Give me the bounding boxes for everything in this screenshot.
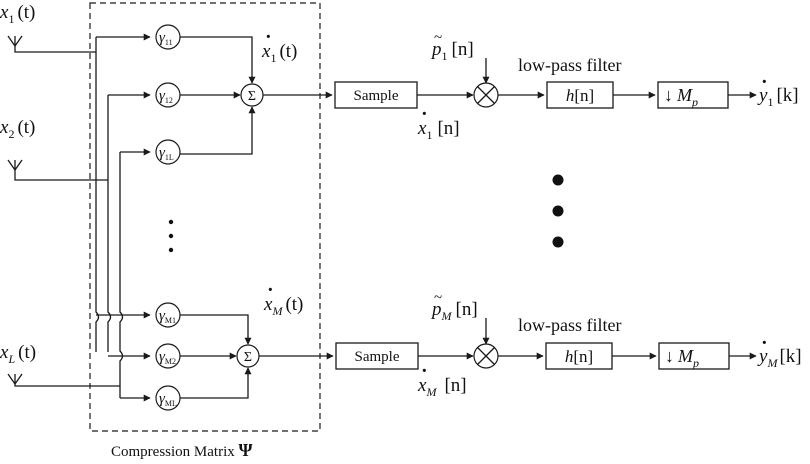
svg-text:γ12: γ12	[159, 88, 173, 105]
mixer-node-1	[473, 82, 499, 108]
sample-label-M: Sample	[355, 349, 400, 365]
feed-line-x2	[14, 170, 108, 181]
label-x1-dot-n: x1[n]	[417, 118, 460, 142]
filter-label-M: h[n]	[565, 347, 593, 366]
dot-accent-xM-n: ·	[421, 360, 428, 382]
dot-accent-xM-t: ·	[267, 279, 274, 301]
arrow-g11-to-sum1	[180, 36, 256, 84]
dot-accent-x1-n: ·	[421, 103, 428, 125]
downsample-block-1	[657, 81, 729, 109]
gamma-node-M1: γM1	[155, 302, 181, 328]
label-xM-dot-t: xM(t)	[263, 294, 303, 318]
svg-text:γM1: γM1	[159, 308, 176, 325]
gamma-node-1L: γ1L	[155, 139, 181, 165]
gamma-node-ML: γML	[155, 385, 181, 411]
bus-xL	[119, 152, 124, 398]
gamma-node-M2: γM2	[155, 343, 181, 369]
downsample-label-M: ↓Mp	[665, 346, 699, 370]
tilde-accent-p1: ~	[434, 30, 442, 46]
low-pass-label-M: low-pass filter	[518, 315, 621, 335]
arrow-g1L-to-sum1	[180, 106, 256, 155]
sum-node-M: Σ	[236, 344, 260, 368]
sample-block-1	[334, 81, 418, 109]
input-label-x1: x1(t)	[0, 2, 35, 26]
bus-x2	[107, 95, 112, 352]
svg-text:γM2: γM2	[159, 349, 176, 366]
arrow-gML-to-sumM	[180, 367, 252, 399]
downsample-label-1: ↓Mp	[664, 85, 698, 109]
ellipsis-dot-2	[168, 233, 174, 239]
filter-block-1	[546, 81, 614, 109]
chain-ellipsis-dot-1	[552, 174, 564, 186]
svg-text:Σ: Σ	[244, 350, 252, 365]
dot-accent-x1-t: ·	[265, 26, 272, 48]
label-pM-tilde-n: pM[n]	[430, 299, 478, 323]
mixer-node-M	[473, 343, 499, 369]
input-label-xL: xL(t)	[0, 342, 36, 366]
dot-accent-y1: ·	[761, 71, 768, 93]
ellipsis-dot-3	[168, 247, 174, 253]
output-label-yM: yM[k]	[757, 346, 802, 370]
downsample-block-M	[658, 342, 730, 370]
label-xM-dot-n: xM[n]	[417, 375, 467, 399]
filter-label-1: h[n]	[566, 86, 594, 105]
ellipsis-dot-1	[168, 219, 174, 225]
label-p1-tilde-n: p1[n]	[430, 39, 474, 63]
antenna-icon-L	[7, 373, 23, 386]
tilde-accent-pM: ~	[434, 290, 442, 306]
feed-line-x1	[14, 46, 96, 53]
compression-matrix-boundary	[89, 2, 321, 432]
bus-x1	[95, 37, 100, 352]
svg-text:Σ: Σ	[248, 89, 256, 104]
feed-line-xL	[14, 384, 120, 387]
low-pass-label-1: low-pass filter	[518, 55, 621, 75]
svg-text:γ11: γ11	[159, 30, 173, 47]
output-label-y1: y1[k]	[757, 85, 799, 109]
svg-text:γML: γML	[159, 391, 177, 408]
compression-matrix-caption: Compression Matrix Ψ	[111, 440, 253, 460]
sample-label-1: Sample	[354, 88, 399, 104]
gamma-node-12: γ12	[155, 82, 181, 108]
gamma-node-11: γ11	[155, 24, 181, 50]
chain-ellipsis-dot-2	[552, 205, 564, 217]
input-label-x2: x2(t)	[0, 117, 35, 141]
svg-text:γ1L: γ1L	[159, 145, 174, 162]
dot-accent-yM: ·	[761, 332, 768, 354]
sum-node-1: Σ	[240, 83, 264, 107]
arrow-gM1-to-sumM	[180, 314, 252, 345]
chain-ellipsis-dot-3	[552, 236, 564, 248]
antenna-icon-1	[7, 35, 23, 48]
antenna-icon-2	[7, 159, 23, 172]
label-x1-dot-t: x1(t)	[261, 41, 297, 65]
